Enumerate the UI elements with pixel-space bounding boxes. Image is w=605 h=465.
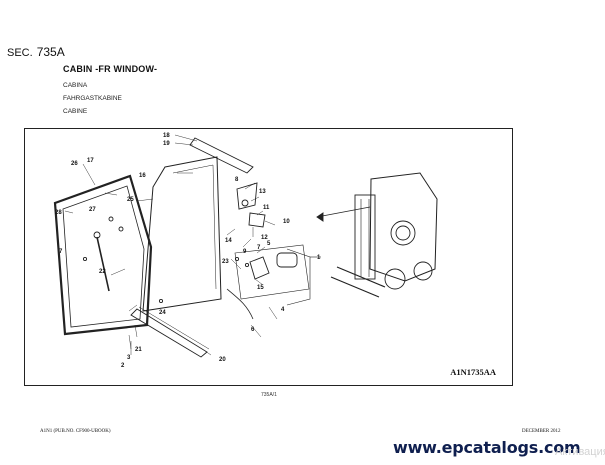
callout-6: 6 bbox=[251, 327, 255, 333]
subtitle-french: CABINE bbox=[63, 108, 88, 115]
callout-13: 13 bbox=[259, 189, 266, 195]
callout-8: 8 bbox=[235, 177, 239, 183]
subtitle-italian: CABINA bbox=[63, 82, 88, 89]
figure-page-ref: 735A/1 bbox=[261, 392, 277, 398]
callout-3: 3 bbox=[127, 355, 131, 361]
callout-22: 22 bbox=[99, 269, 106, 275]
subtitle-german: FAHRGASTKABINE bbox=[63, 95, 122, 102]
callout-9: 9 bbox=[243, 249, 247, 255]
callout-11: 11 bbox=[263, 205, 270, 211]
section-number: 735A bbox=[36, 45, 65, 59]
callout-19: 19 bbox=[163, 141, 170, 147]
callout-18: 18 bbox=[163, 133, 170, 139]
footer-publication: A1N1 (PUB.NO. CF900-UBOOK) bbox=[40, 429, 111, 434]
callout-14: 14 bbox=[225, 238, 232, 244]
callout-20: 20 bbox=[219, 357, 226, 363]
section-label: SEC.735A bbox=[7, 45, 65, 59]
callout-23: 23 bbox=[222, 259, 229, 265]
callout-27: 27 bbox=[89, 207, 96, 213]
callout-28: 28 bbox=[55, 210, 62, 216]
callout-15: 15 bbox=[257, 285, 264, 291]
watermark-overlay: Активация bbox=[555, 446, 605, 458]
callout-24: 24 bbox=[159, 310, 166, 316]
callout-16: 16 bbox=[139, 173, 146, 179]
callout-5: 5 bbox=[267, 241, 271, 247]
callout-26: 26 bbox=[71, 161, 78, 167]
footer-date: DECEMBER 2012 bbox=[522, 429, 561, 434]
callout-25: 25 bbox=[127, 197, 134, 203]
callout-21: 21 bbox=[135, 347, 142, 353]
callout-2: 2 bbox=[121, 363, 125, 369]
callout-17: 17 bbox=[87, 158, 94, 164]
callout-7: 7 bbox=[257, 245, 261, 251]
callout-12: 12 bbox=[261, 235, 268, 241]
watermark-site: www.epcatalogs.com bbox=[393, 438, 581, 457]
page-title: CABIN -FR WINDOW- bbox=[63, 64, 158, 74]
window-frame-shape bbox=[53, 174, 153, 336]
callout-7: 7 bbox=[59, 249, 63, 255]
section-prefix: SEC. bbox=[7, 47, 33, 59]
callout-1: 1 bbox=[317, 255, 321, 261]
callout-4: 4 bbox=[281, 307, 285, 313]
glass-panel-shape bbox=[142, 156, 222, 312]
figure-code: A1N1735AA bbox=[450, 367, 496, 377]
callout-10: 10 bbox=[283, 219, 290, 225]
